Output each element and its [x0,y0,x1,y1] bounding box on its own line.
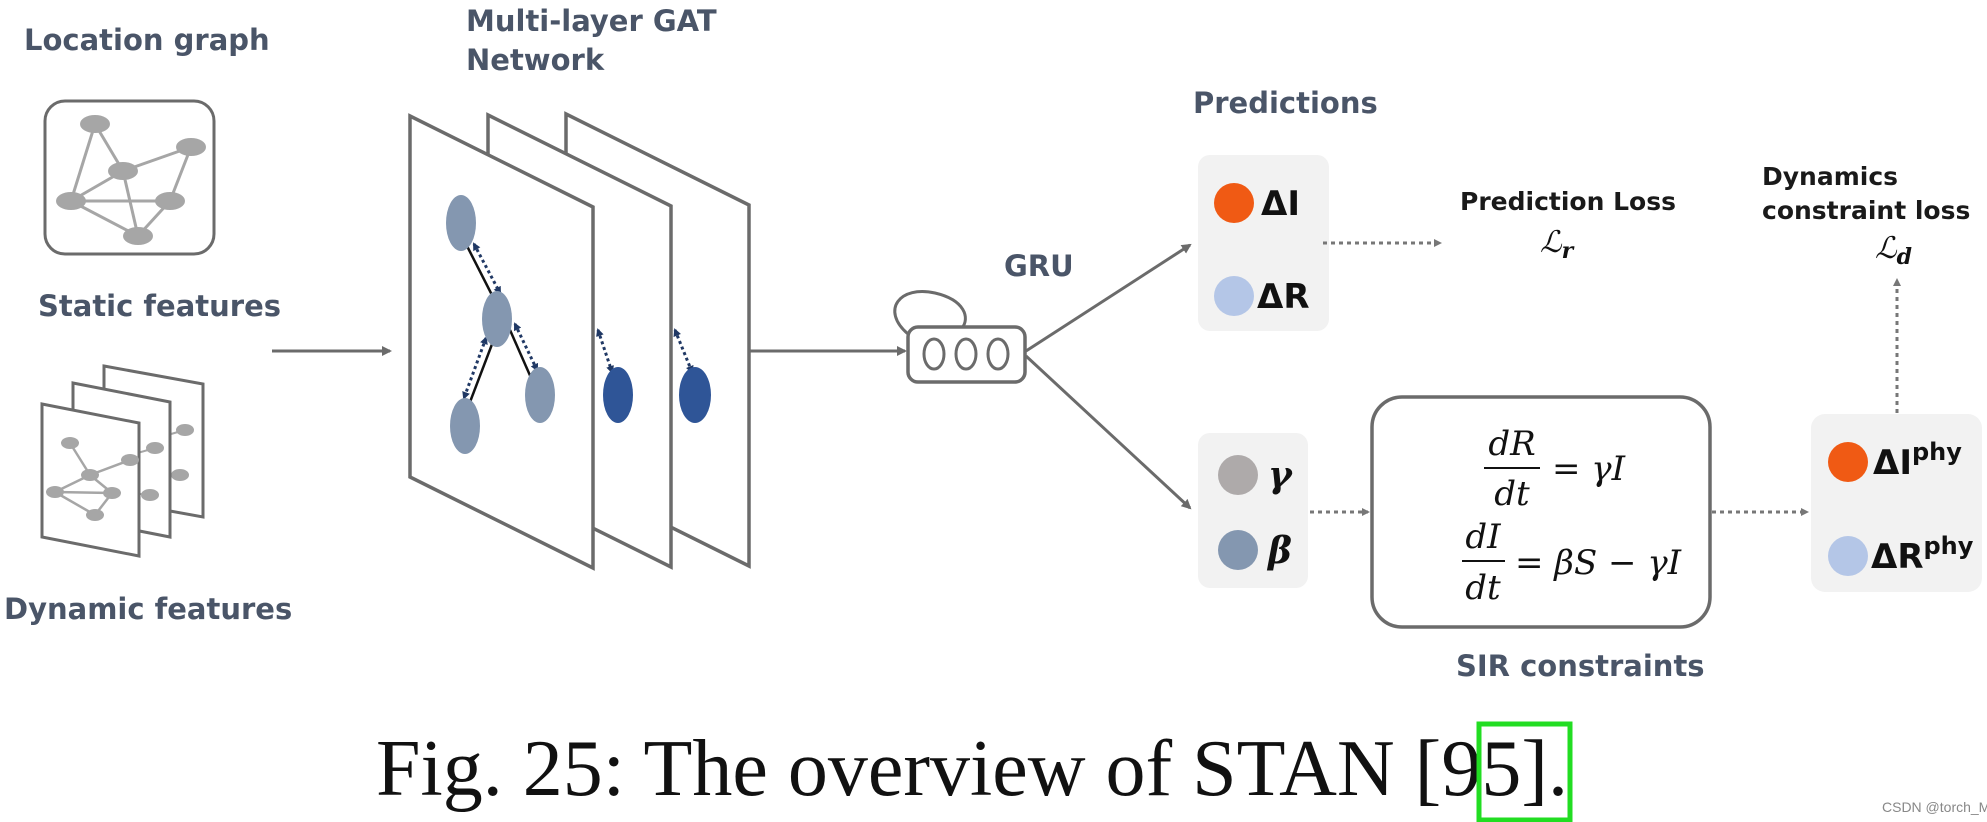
eq2-numerator: dI [1465,517,1501,557]
citation-highlight-box [1476,721,1573,822]
delta-r-phy-dot [1828,536,1868,576]
eq1-rhs: = γI [1552,449,1626,489]
gamma-dot [1218,455,1258,495]
watermark: CSDN @torch_M [1882,799,1987,815]
predictions-box: ΔI ΔR [1198,155,1329,331]
delta-i-label: ΔI [1261,184,1300,224]
sir-equations-box: dR dt = γI dI dt = βS − γI [1370,395,1712,629]
gamma-label: γ [1268,454,1294,496]
sir-constraints-label: SIR constraints [1456,649,1705,683]
loss-d-symbol: ℒd [1875,231,1912,270]
gru-to-predictions-arrow [1025,243,1192,353]
gat-layer-stack [408,111,751,571]
dynamic-features-icon [40,364,205,558]
eq2-rhs: = βS − γI [1515,543,1682,583]
recurrent-cell-icon [893,290,1027,384]
dynamics-label-line1: Dynamics [1762,162,1898,191]
beta-label: β [1266,530,1292,572]
prediction-loss-label: Prediction Loss [1460,187,1676,216]
parameters-box: γ β [1198,433,1308,588]
delta-i-dot [1214,183,1254,223]
eq1-denominator: dt [1494,474,1530,514]
location-graph-icon [43,99,216,256]
gat-label-line1: Multi-layer GAT [466,4,717,38]
gat-label-line2: Network [466,43,605,77]
loss-r-symbol: ℒr [1540,225,1575,264]
static-features-label: Static features [38,289,281,323]
delta-i-phy-dot [1828,442,1868,482]
delta-r-dot [1214,276,1254,316]
dynamic-features-label: Dynamic features [4,592,292,626]
delta-r-phy-label: ΔRphy [1871,532,1974,577]
location-graph-label: Location graph [24,23,270,57]
dynamics-label-line2: constraint loss [1762,196,1970,225]
eq1-numerator: dR [1488,424,1535,464]
beta-dot [1218,530,1258,570]
gru-to-params-arrow [1024,354,1192,510]
figure-caption: Fig. 25: The overview of STAN [95]. [376,725,1568,813]
delta-i-phy-label: ΔIphy [1873,438,1962,483]
delta-r-label: ΔR [1257,277,1310,317]
physics-outputs-box: ΔIphy ΔRphy [1811,414,1982,592]
gru-label: GRU [1004,249,1074,283]
predictions-label: Predictions [1193,86,1378,120]
eq2-denominator: dt [1465,568,1501,608]
